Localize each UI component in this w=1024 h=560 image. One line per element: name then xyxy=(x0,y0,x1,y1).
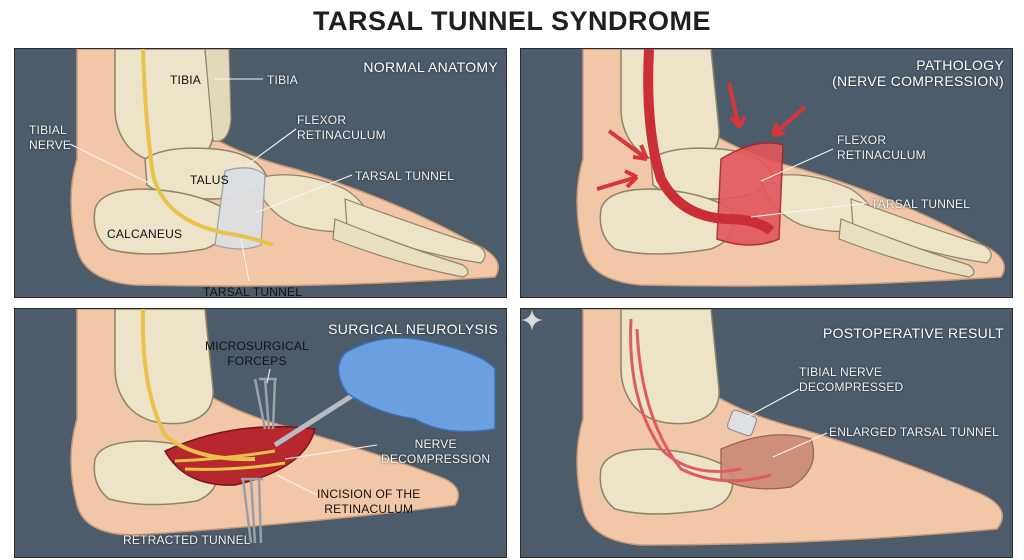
inflamed-retinaculum xyxy=(716,142,784,246)
panel-surgical-neurolysis: SURGICAL NEUROLYSIS MICROSURGICAL FORCEP… xyxy=(14,308,507,558)
panel-title-normal: NORMAL ANATOMY xyxy=(363,59,498,75)
pathology-illustration xyxy=(576,49,1005,287)
tibia-bone xyxy=(620,49,720,165)
arrow-2 xyxy=(596,169,639,191)
tibia-bone-label: TIBIA xyxy=(170,73,202,87)
forceps-lower xyxy=(241,477,263,544)
panel-pathology: PATHOLOGY (NERVE COMPRESSION) FLEXOR RET… xyxy=(520,48,1013,298)
enlarged-tarsal-tunnel-label: ENLARGED TARSAL TUNNEL xyxy=(829,425,1000,439)
panel-title-surgical: SURGICAL NEUROLYSIS xyxy=(328,321,498,337)
retracted-nerve-branches xyxy=(174,449,286,471)
nerve-decompression-label: NERVE DECOMPRESSION xyxy=(381,437,490,467)
tarsal-tunnel-bottom-label: TARSAL TUNNEL xyxy=(203,285,303,298)
decompressed-nerve xyxy=(629,318,772,483)
forceps-label-line1: MICROSURGICAL xyxy=(205,339,309,353)
calcaneus-bone xyxy=(599,448,734,515)
tarsal-tunnel-label: TARSAL TUNNEL xyxy=(871,197,971,211)
panel-title-postop: POSTOPERATIVE RESULT xyxy=(822,325,1004,341)
talus-label: TALUS xyxy=(190,173,229,187)
arrow-3 xyxy=(727,82,747,129)
flexor-retinaculum-band xyxy=(214,167,266,250)
pathology-title: PATHOLOGY xyxy=(916,57,1004,73)
tibia-bone xyxy=(620,309,720,425)
flexor-retinaculum-label: FLEXOR RETINACULUM xyxy=(837,133,926,163)
calcaneus-label: CALCANEUS xyxy=(107,227,183,241)
metatarsal-2 xyxy=(838,218,975,278)
tibial-nerve-label-line2: NERVE xyxy=(29,138,72,152)
flexor-retinaculum-label-line1: FLEXOR xyxy=(297,113,347,127)
retracted-tunnel-label: RETRACTED TUNNEL xyxy=(123,533,251,547)
sparkle-icon xyxy=(521,309,543,331)
tarsal-tunnel-label: TARSAL TUNNEL xyxy=(355,169,455,183)
panel-title-pathology: PATHOLOGY (NERVE COMPRESSION) xyxy=(832,57,1004,89)
tibial-nerve-label: TIBIAL NERVE xyxy=(29,123,71,153)
forceps-label: MICROSURGICAL FORCEPS xyxy=(205,339,309,369)
tibia-bone xyxy=(114,49,214,165)
tibial-nerve-decompressed-line1: TIBIAL NERVE xyxy=(799,365,883,379)
normal-anatomy-illustration xyxy=(69,49,499,287)
arrow-1 xyxy=(607,129,649,161)
arrow-4 xyxy=(771,105,807,137)
incision-label: INCISION OF THE RETINACULUM xyxy=(317,487,420,517)
forceps-label-line2: FORCEPS xyxy=(227,354,287,368)
flexor-retinaculum-label-line2: RETINACULUM xyxy=(837,148,926,162)
incision-label-line1: INCISION OF THE xyxy=(317,487,421,501)
flexor-retinaculum-label: FLEXOR RETINACULUM xyxy=(297,113,386,143)
surgical-illustration xyxy=(70,309,496,544)
pathology-subtitle: (NERVE COMPRESSION) xyxy=(832,73,1004,89)
nerve-decompression-label-line2: DECOMPRESSION xyxy=(381,452,491,466)
nerve-sleeve xyxy=(726,409,758,437)
panel-normal-anatomy: NORMAL ANATOMY TIBIA TIBIA TIBIAL NERVE … xyxy=(14,48,507,298)
page-title: TARSAL TUNNEL SYNDROME xyxy=(312,6,712,36)
nerve-decompression-label-line1: NERVE xyxy=(414,437,457,451)
fibula-bone xyxy=(204,49,232,142)
forceps-upper xyxy=(253,377,277,430)
tibial-nerve-label-line1: TIBIAL xyxy=(29,123,67,137)
flexor-retinaculum-label-line2: RETINACULUM xyxy=(297,128,386,142)
metatarsal-2 xyxy=(332,218,469,278)
flexor-retinaculum-label-line1: FLEXOR xyxy=(837,133,887,147)
tibia-callout-label: TIBIA xyxy=(267,73,299,87)
panel-postoperative: POSTOPERATIVE RESULT TIBIAL NERVE DECOMP… xyxy=(520,308,1013,558)
glove-hand xyxy=(337,337,496,433)
tibial-nerve-decompressed-label: TIBIAL NERVE DECOMPRESSED xyxy=(799,365,903,395)
enlarged-tunnel xyxy=(720,434,815,490)
tibial-nerve xyxy=(141,49,274,247)
tibia-bone xyxy=(114,309,214,425)
postoperative-illustration xyxy=(576,309,1003,546)
tibial-nerve-decompressed-line2: DECOMPRESSED xyxy=(799,380,904,394)
incision-label-line2: RETINACULUM xyxy=(324,502,414,516)
compressed-nerve xyxy=(643,49,775,235)
